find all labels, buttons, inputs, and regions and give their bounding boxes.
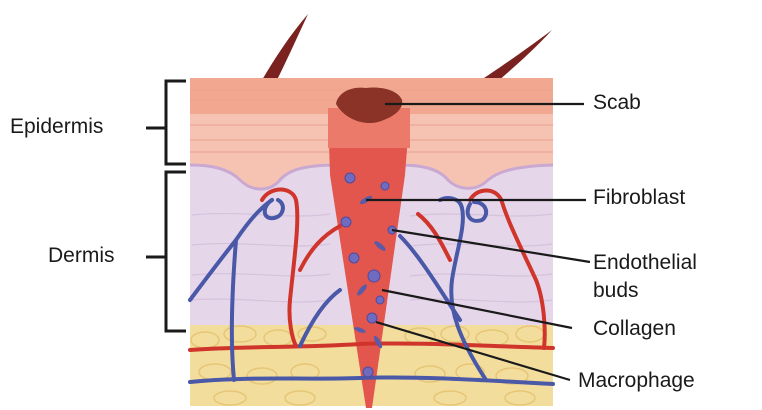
dermis-bracket [146,172,186,331]
hair-left [262,14,308,82]
collagen-label: Collagen [593,318,676,340]
macrophage-label: Macrophage [578,370,695,392]
epidermis-label: Epidermis [10,116,103,138]
endothelial-label-line2: buds [593,280,639,302]
endothelial-label-line1: Endothelial [593,252,697,274]
scab-label: Scab [593,92,641,114]
dermis-label: Dermis [48,245,115,267]
fibroblast-label: Fibroblast [593,187,685,209]
epidermis-bracket [146,81,186,164]
